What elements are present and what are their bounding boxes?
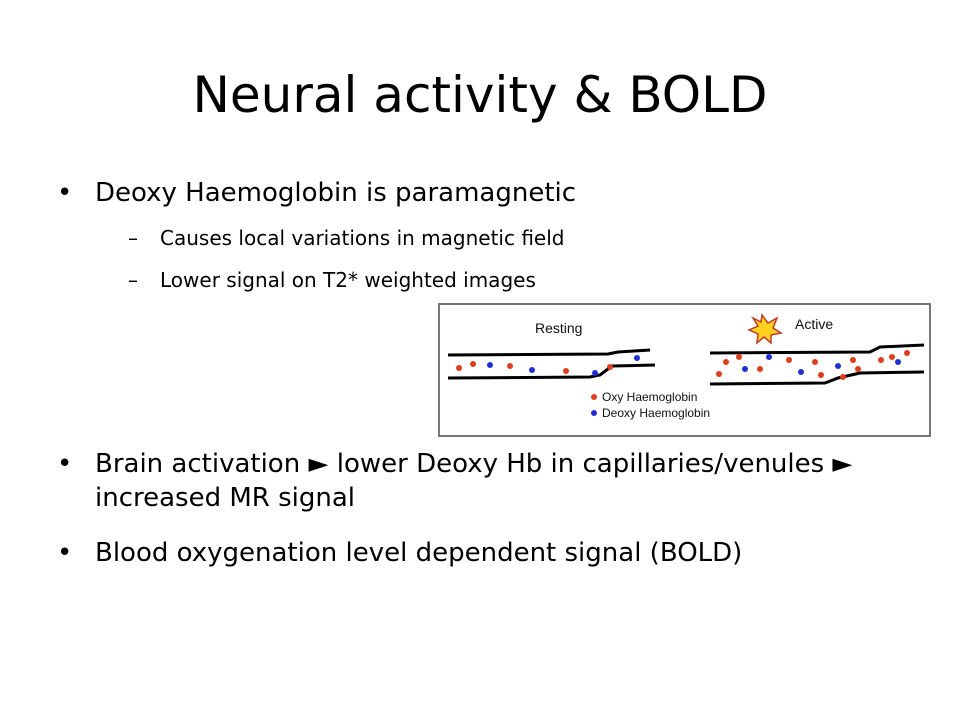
bullet-deoxy-paramagnetic: Deoxy Haemoglobin is paramagnetic xyxy=(57,176,576,210)
haemoglobin-particles xyxy=(456,350,910,380)
deoxy-haemoglobin-dot xyxy=(895,359,901,365)
deoxy-haemoglobin-dot xyxy=(798,369,804,375)
resting-vessel-top-wall xyxy=(447,348,651,357)
deoxy-haemoglobin-dot xyxy=(487,362,493,368)
oxy-haemoglobin-dot xyxy=(889,354,895,360)
legend-oxy-dot xyxy=(591,394,597,400)
deoxy-haemoglobin-dot xyxy=(742,366,748,372)
oxy-haemoglobin-dot xyxy=(904,350,910,356)
resting-label: Resting xyxy=(535,320,582,336)
oxy-haemoglobin-dot xyxy=(850,357,856,363)
oxy-haemoglobin-dot xyxy=(786,357,792,363)
resting-vessel xyxy=(447,348,656,380)
active-vessel-bottom-wall xyxy=(709,370,925,386)
legend-oxy-label: Oxy Haemoglobin xyxy=(602,390,697,404)
legend: Oxy Haemoglobin Deoxy Haemoglobin xyxy=(591,390,710,420)
bold-diagram: Resting Active Oxy Haemoglobin Deoxy Hae… xyxy=(438,303,931,437)
sub-bullet-lower-signal: Lower signal on T2* weighted images xyxy=(128,266,536,294)
bullet-bold-signal: Blood oxygenation level dependent signal… xyxy=(57,536,742,570)
oxy-haemoglobin-dot xyxy=(456,365,462,371)
deoxy-haemoglobin-dot xyxy=(634,355,640,361)
oxy-haemoglobin-dot xyxy=(607,364,613,370)
oxy-haemoglobin-dot xyxy=(812,359,818,365)
oxy-haemoglobin-dot xyxy=(723,359,729,365)
oxy-haemoglobin-dot xyxy=(840,374,846,380)
active-vessel-top-wall xyxy=(709,343,925,355)
oxy-haemoglobin-dot xyxy=(716,371,722,377)
oxy-haemoglobin-dot xyxy=(736,354,742,360)
deoxy-haemoglobin-dot xyxy=(592,370,598,376)
deoxy-haemoglobin-dot xyxy=(766,354,772,360)
bold-diagram-svg: Resting Active Oxy Haemoglobin Deoxy Hae… xyxy=(447,313,925,420)
active-vessel xyxy=(709,343,925,386)
resting-vessel-bottom-wall xyxy=(447,363,656,380)
sub-bullet-local-variations: Causes local variations in magnetic fiel… xyxy=(128,224,565,252)
oxy-haemoglobin-dot xyxy=(818,372,824,378)
oxy-haemoglobin-dot xyxy=(878,357,884,363)
legend-deoxy-label: Deoxy Haemoglobin xyxy=(602,406,710,420)
oxy-haemoglobin-dot xyxy=(757,366,763,372)
active-label: Active xyxy=(795,316,833,332)
oxy-haemoglobin-dot xyxy=(563,368,569,374)
oxy-haemoglobin-dot xyxy=(470,361,476,367)
deoxy-haemoglobin-dot xyxy=(529,367,535,373)
bullet-brain-activation: Brain activation ► lower Deoxy Hb in cap… xyxy=(57,447,875,515)
deoxy-haemoglobin-dot xyxy=(835,363,841,369)
activation-flash-icon xyxy=(747,313,783,345)
slide-title: Neural activity & BOLD xyxy=(192,66,768,124)
legend-deoxy-dot xyxy=(591,410,597,416)
oxy-haemoglobin-dot xyxy=(507,363,513,369)
oxy-haemoglobin-dot xyxy=(855,366,861,372)
